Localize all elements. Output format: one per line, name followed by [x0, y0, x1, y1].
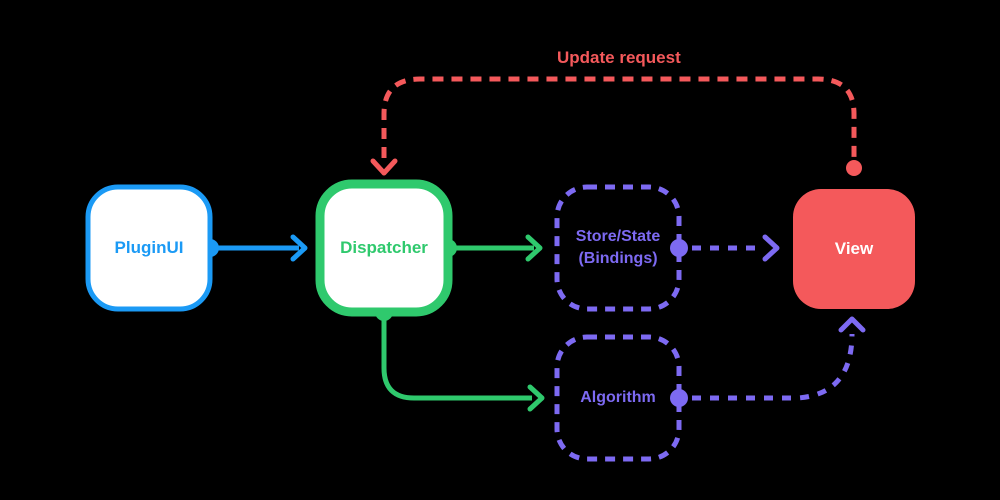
arrowhead-down-into-dispatcher: [370, 158, 398, 176]
node-box-view: [793, 189, 915, 309]
arrowhead-right-into-view: [762, 234, 780, 262]
edge-origin-dot-store-right: [670, 239, 688, 257]
edge-algorithm-to-view-dashed-line: [692, 333, 855, 401]
arrowhead-right-into-store: [525, 234, 543, 262]
arrowhead-right-into-algorithm: [527, 384, 545, 412]
edge-view-to-dispatcher-dashed-line: [381, 76, 857, 158]
node-box-dispatcher: [315, 179, 453, 317]
arrowhead-right-into-dispatcher: [290, 234, 308, 262]
node-box-store-state: [554, 184, 682, 312]
node-box-plugin-ui: [85, 184, 213, 312]
node-box-algorithm: [554, 334, 682, 462]
edge-origin-dot-algorithm-right: [670, 389, 688, 407]
edge-dispatcher-to-algorithm-line: [381, 312, 532, 401]
arrowhead-up-into-view: [838, 316, 866, 333]
edge-origin-dot-view-top: [846, 160, 862, 176]
